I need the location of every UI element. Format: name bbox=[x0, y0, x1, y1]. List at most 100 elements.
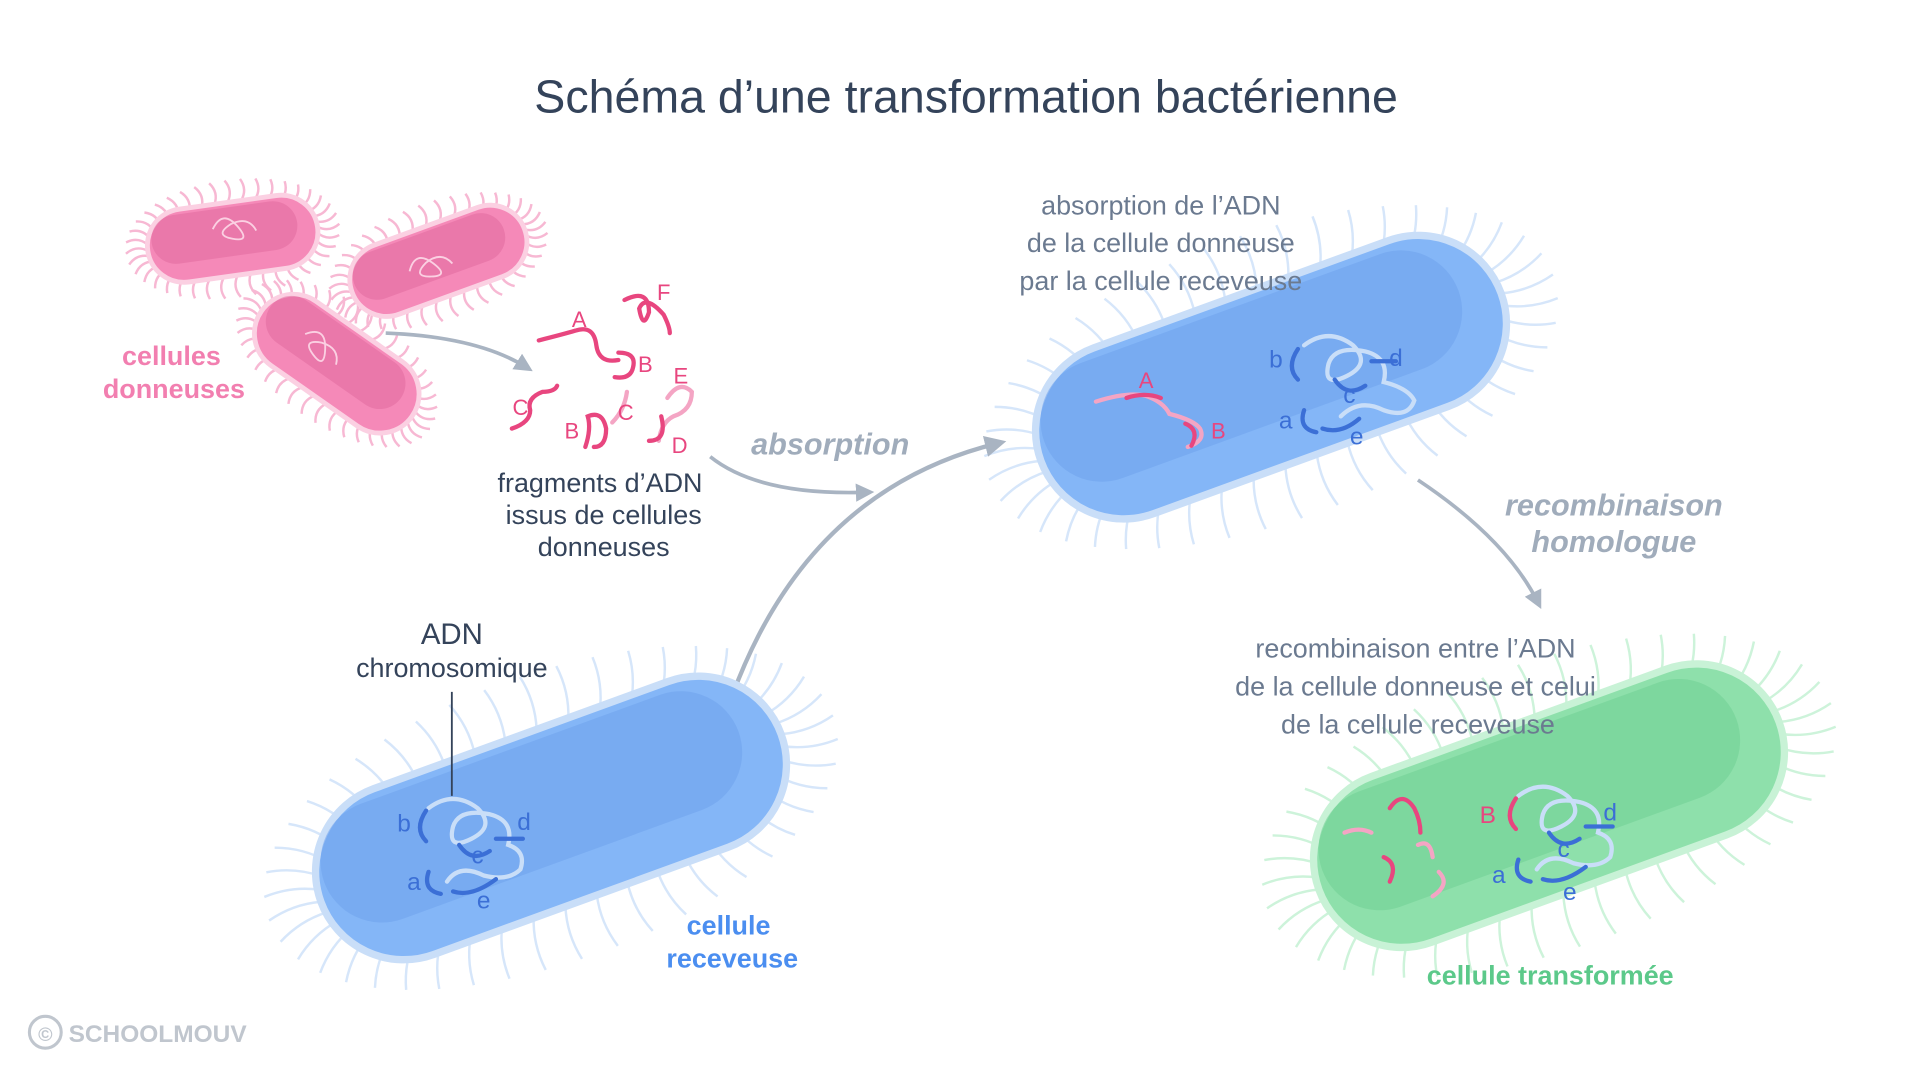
cilium bbox=[1501, 273, 1554, 295]
gene-letter: b bbox=[1269, 346, 1283, 373]
arrow-receiver-to-absorption bbox=[730, 435, 1007, 697]
cilium bbox=[1779, 702, 1832, 724]
cilium bbox=[1277, 898, 1326, 931]
donor-cell bbox=[251, 291, 422, 436]
donor-letter: A bbox=[1139, 368, 1154, 393]
donor-letter: B bbox=[1211, 418, 1226, 443]
cilium bbox=[774, 693, 823, 725]
cilium bbox=[287, 385, 304, 405]
receiver-cell-label: receveuse bbox=[666, 943, 798, 973]
cilium bbox=[483, 689, 507, 742]
cilium bbox=[564, 906, 584, 960]
absorption-step-label: absorption bbox=[751, 427, 909, 461]
fragments-caption: donneuses bbox=[538, 532, 670, 562]
cilium bbox=[1780, 725, 1837, 737]
cilium bbox=[1315, 453, 1339, 506]
recombination-step-label: recombinaison bbox=[1505, 489, 1723, 523]
cilium bbox=[988, 459, 1041, 481]
receiver-cell-label: cellule bbox=[687, 910, 771, 940]
copyright-icon: © bbox=[38, 1024, 53, 1046]
dna-transformed bbox=[1342, 784, 1615, 899]
gene-letter: d bbox=[517, 809, 531, 836]
cilium bbox=[317, 222, 341, 231]
cilium bbox=[555, 665, 570, 720]
cilium bbox=[983, 446, 1040, 458]
cilium bbox=[1252, 475, 1267, 530]
gene-letter: c bbox=[471, 842, 483, 869]
dna-fragments bbox=[509, 293, 694, 450]
cilium bbox=[782, 737, 839, 749]
absorbing-cell bbox=[1031, 231, 1511, 523]
cilium bbox=[234, 274, 242, 298]
fragment-letter: D bbox=[672, 433, 688, 458]
cilium bbox=[238, 307, 260, 318]
fragment-letter: C bbox=[618, 400, 634, 425]
gene-letter: e bbox=[477, 888, 491, 915]
cilium bbox=[449, 295, 460, 318]
gene-letter: a bbox=[1279, 408, 1293, 435]
fragment-letter: A bbox=[572, 307, 587, 332]
gene-letter: d bbox=[1603, 799, 1617, 826]
fragment-letter: B bbox=[564, 418, 579, 443]
cilium bbox=[999, 470, 1048, 502]
fragment-letter: E bbox=[673, 363, 688, 388]
cilium bbox=[223, 179, 232, 203]
absorption-caption: absorption de l’ADN bbox=[1041, 190, 1280, 220]
donor-cells-label: donneuses bbox=[103, 374, 245, 404]
chromosome-absorbed bbox=[1289, 333, 1417, 435]
cilium bbox=[448, 704, 476, 755]
arrow-recombination bbox=[1416, 478, 1542, 610]
cilium bbox=[1203, 248, 1227, 301]
cilium bbox=[1481, 677, 1505, 729]
cilium bbox=[781, 714, 834, 736]
recombination-step-label: homologue bbox=[1531, 525, 1696, 559]
recombination-caption: de la cellule donneuse et celui bbox=[1235, 672, 1596, 702]
cilium bbox=[626, 881, 654, 932]
schoolmouv-logo: © SCHOOLMOUV bbox=[27, 1014, 248, 1050]
cilium bbox=[125, 238, 149, 246]
cilium bbox=[1530, 903, 1545, 959]
cilium bbox=[208, 182, 217, 206]
absorption-caption: de la cellule donneuse bbox=[1027, 228, 1295, 258]
cilium bbox=[417, 204, 428, 227]
transformed-cell-label: cellule transformée bbox=[1427, 960, 1674, 990]
cilium bbox=[263, 887, 320, 899]
dna-absorbed bbox=[1093, 392, 1204, 450]
fragments-caption: issus de cellules bbox=[506, 500, 702, 530]
fragments-caption: fragments d’ADN bbox=[498, 468, 703, 498]
cilium bbox=[402, 210, 414, 232]
cilium bbox=[300, 394, 315, 414]
cilium bbox=[370, 323, 387, 342]
cilium bbox=[314, 402, 327, 423]
fragment-letter: F bbox=[657, 280, 670, 305]
donor-letter: B bbox=[1480, 802, 1496, 829]
diagram-title: Schéma d’une transformation bactérienne bbox=[534, 71, 1398, 123]
donor-cells-label: cellules bbox=[122, 341, 221, 371]
cilium bbox=[1284, 465, 1304, 519]
logo-text: SCHOOLMOUV bbox=[69, 1021, 248, 1048]
cilium bbox=[1562, 894, 1582, 948]
gene-letter: a bbox=[407, 869, 421, 896]
chromosome-receiver bbox=[417, 796, 525, 897]
fragment-letter: C bbox=[512, 395, 528, 420]
cilium bbox=[1494, 252, 1543, 285]
cilium bbox=[268, 900, 321, 922]
cilium bbox=[1502, 297, 1559, 308]
donor-cell bbox=[347, 202, 530, 319]
cilium bbox=[1266, 888, 1319, 910]
arrow-fragments-to-absorption bbox=[709, 455, 875, 502]
cilium bbox=[462, 289, 475, 311]
cilium bbox=[279, 911, 328, 943]
recombination-caption: recombinaison entre l’ADN bbox=[1255, 634, 1575, 664]
gene-letter: e bbox=[1563, 879, 1577, 906]
cilium bbox=[316, 231, 340, 239]
gene-letter: a bbox=[1492, 862, 1506, 889]
cilium bbox=[1624, 869, 1652, 920]
cilium bbox=[358, 313, 374, 333]
gene-letter: c bbox=[1558, 836, 1570, 863]
cilium bbox=[238, 178, 246, 202]
cilium bbox=[595, 894, 619, 947]
cilium bbox=[532, 916, 547, 971]
cilium bbox=[125, 247, 149, 255]
